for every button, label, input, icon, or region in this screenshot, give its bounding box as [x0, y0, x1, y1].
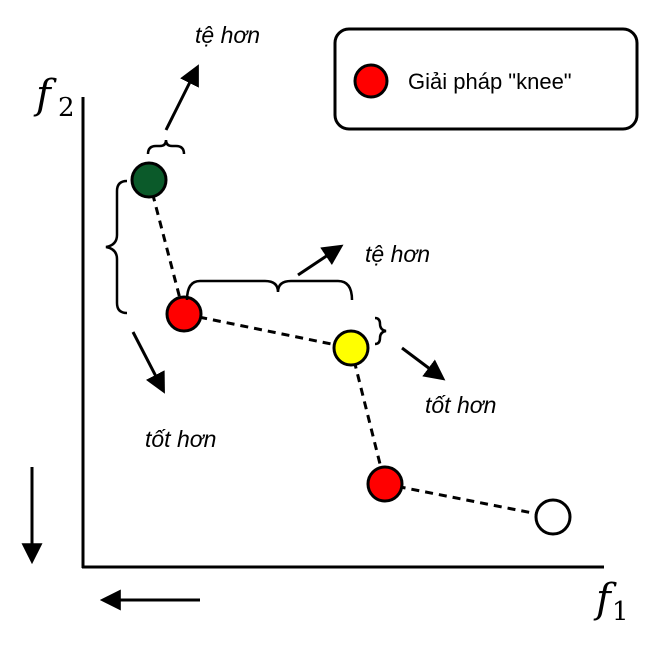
left-vertical-brace [105, 179, 128, 315]
better-right-label: tốt hơn [425, 392, 496, 418]
knee-point [165, 295, 203, 333]
small-right-brace [374, 316, 387, 346]
knee-point [366, 465, 404, 503]
worse-top-arrow [164, 64, 199, 131]
better-left-arrow [131, 331, 165, 394]
legend-label: Giải pháp "knee" [408, 69, 572, 94]
better-right-arrow [401, 346, 446, 381]
yellow-point [332, 329, 370, 367]
x-axis-subscript: 1 [612, 597, 629, 627]
legend-knee-marker [353, 63, 389, 99]
worse-middle-arrow [297, 244, 344, 277]
y-axis-subscript: 2 [58, 93, 75, 123]
better-left-label: tốt hơn [145, 426, 216, 452]
dark-green-point [130, 161, 168, 199]
y-axis-label: f [33, 72, 57, 118]
white-point [534, 498, 572, 536]
worse-top-label: tệ hơn [195, 22, 260, 48]
legend-box [333, 27, 639, 131]
small-top-brace [146, 139, 186, 155]
legend: Giải pháp "knee" [333, 27, 639, 131]
worse-middle-label: tệ hơn [365, 241, 430, 267]
middle-horizontal-brace [185, 279, 354, 301]
